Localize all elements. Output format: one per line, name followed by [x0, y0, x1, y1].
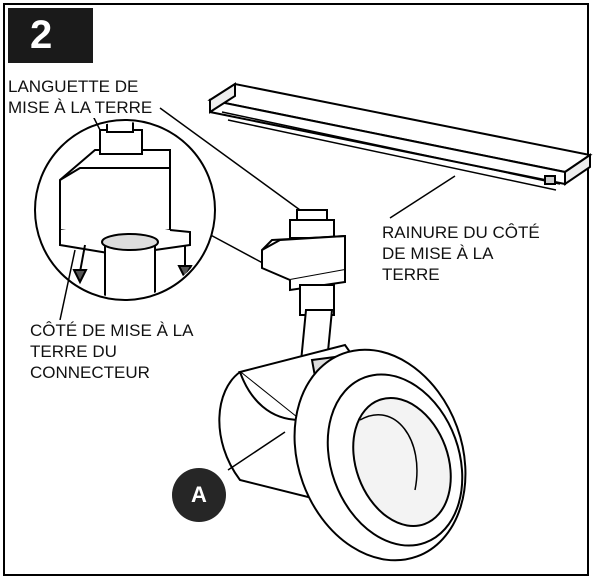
track-groove-label: RAINURE DU CÔTÉ DE MISE À LA TERRE: [382, 222, 540, 285]
lamp-fixture: [218, 343, 467, 562]
step-number-badge: 2: [8, 8, 93, 63]
track-rail: [207, 82, 593, 191]
connector-side-label: CÔTÉ DE MISE À LA TERRE DU CONNECTEUR: [30, 320, 194, 383]
leader-lines: [59, 109, 456, 471]
zoom-detail-circle: [34, 119, 216, 301]
grounding-tab-label: LANGUETTE DE MISE À LA TERRE: [8, 76, 153, 118]
zoom-connector-lines: [159, 107, 301, 269]
track-head-connector: [261, 209, 346, 316]
callout-a-marker: A: [172, 468, 226, 522]
